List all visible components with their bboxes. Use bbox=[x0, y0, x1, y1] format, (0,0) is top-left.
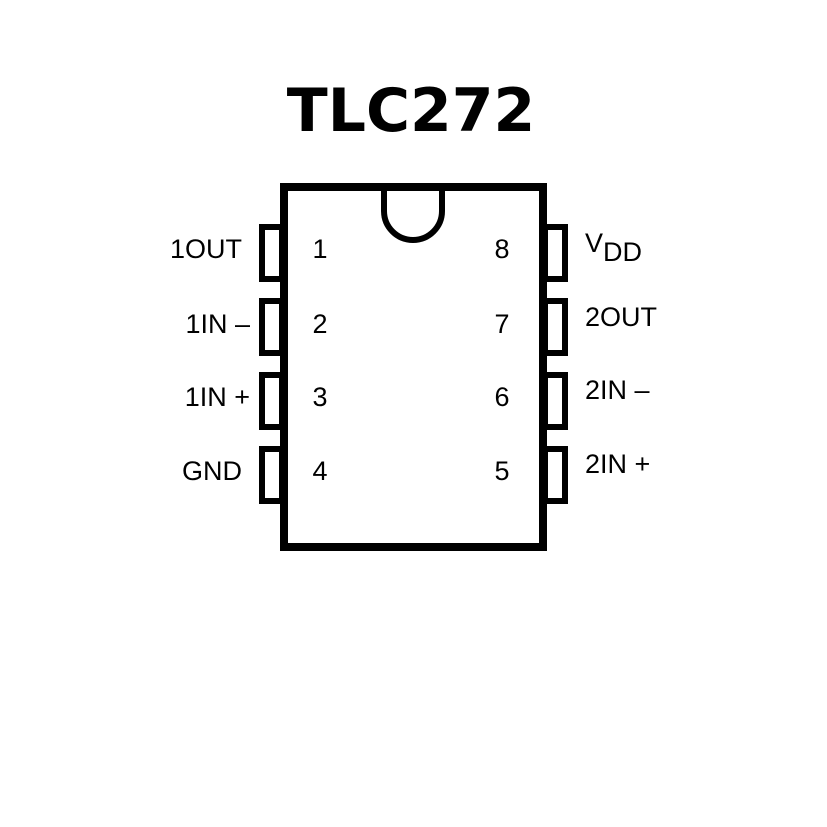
pin-4-lead bbox=[259, 446, 285, 504]
pin-2-lead bbox=[259, 298, 285, 356]
pin-5-lead bbox=[542, 446, 568, 504]
pin-8-label-subscript: DD bbox=[603, 237, 642, 267]
pin-8-label-main: V bbox=[585, 228, 603, 258]
pin-2-number: 2 bbox=[312, 309, 327, 339]
pin-8-lead bbox=[542, 224, 568, 282]
pin-5-number: 5 bbox=[494, 456, 509, 486]
pin1-notch bbox=[381, 187, 445, 243]
pin-4-number: 4 bbox=[312, 456, 327, 486]
pin-7-label: 2OUT bbox=[585, 302, 657, 332]
pin-3-lead bbox=[259, 372, 285, 430]
pin-6-label: 2IN – bbox=[585, 375, 650, 405]
pin-3-number: 3 bbox=[312, 382, 327, 412]
pin-8-number: 8 bbox=[494, 234, 509, 264]
pin-2-label: 1IN – bbox=[185, 309, 250, 339]
pin-7-lead bbox=[542, 298, 568, 356]
chip-title: TLC272 bbox=[287, 76, 535, 146]
pin-3-label: 1IN + bbox=[185, 382, 250, 412]
pin-1-label: 1OUT bbox=[170, 234, 242, 264]
pin-7-number: 7 bbox=[494, 309, 509, 339]
pin-5-label: 2IN + bbox=[585, 449, 650, 479]
chip-body bbox=[280, 183, 547, 551]
pin-1-number: 1 bbox=[312, 234, 327, 264]
pin-6-number: 6 bbox=[494, 382, 509, 412]
pin-1-lead bbox=[259, 224, 285, 282]
pin-4-label: GND bbox=[182, 456, 242, 486]
pin-6-lead bbox=[542, 372, 568, 430]
pin-8-label: VDD bbox=[585, 228, 642, 267]
